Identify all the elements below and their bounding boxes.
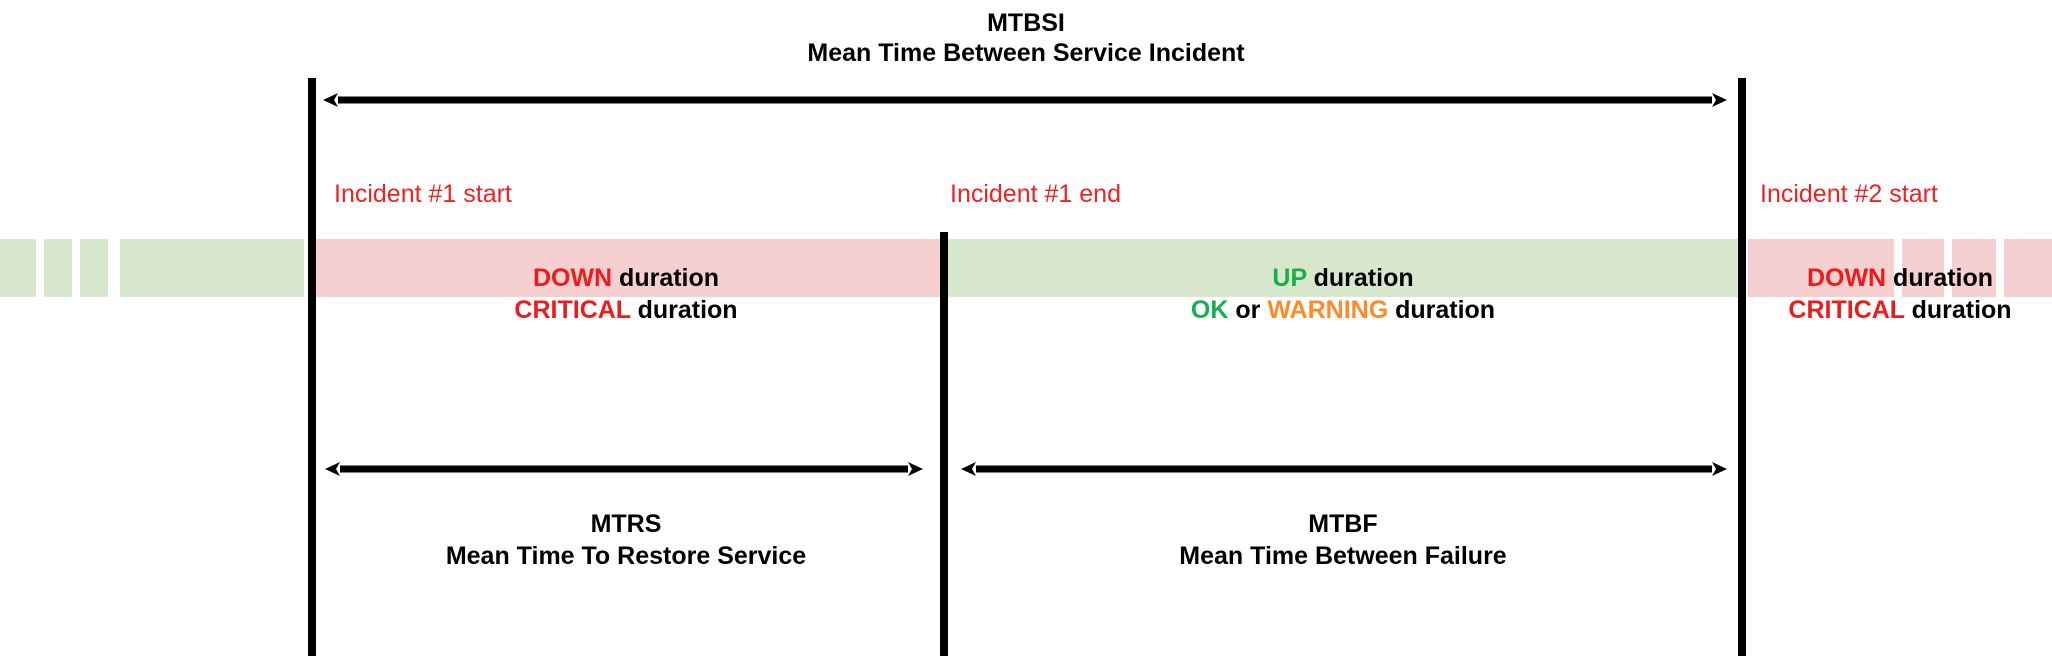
mtrs-label-block: MTRS Mean Time To Restore Service [312, 508, 940, 572]
status-band-green-pre-3 [80, 239, 108, 297]
status-band-pink-post-2 [1952, 239, 1996, 297]
mtbsi-title-block: MTBSI Mean Time Between Service Incident [526, 8, 1526, 68]
ok-keyword: OK [1190, 296, 1229, 324]
marker-label-incident-2-start: Incident #2 start [1760, 180, 1938, 208]
status-band-pink-incident-2 [1748, 239, 1894, 297]
segment-line-ok-warning: OK or WARNING duration [948, 294, 1738, 326]
status-band-pink-incident-1 [312, 239, 940, 297]
up-keyword: UP [1272, 264, 1307, 292]
marker-label-incident-1-start: Incident #1 start [334, 180, 512, 208]
status-band-green-pre-2 [44, 239, 72, 297]
ok-warning-suffix: duration [1388, 296, 1496, 324]
critical-keyword: CRITICAL [514, 296, 631, 324]
warning-keyword: WARNING [1267, 296, 1389, 324]
critical-suffix: duration [630, 296, 738, 324]
segment-line-critical: CRITICAL duration [312, 294, 940, 326]
up-suffix: duration [1306, 264, 1414, 292]
down-keyword: DOWN [532, 264, 613, 292]
mtbf-full: Mean Time Between Failure [1179, 542, 1507, 570]
status-band-green-pre-1 [0, 239, 36, 297]
marker-label-incident-1-end: Incident #1 end [950, 180, 1121, 208]
mtbf-abbr: MTBF [1308, 510, 1378, 538]
mtrs-full: Mean Time To Restore Service [445, 542, 807, 570]
ok-warning-conjunction: or [1228, 296, 1268, 324]
status-band-green-pre-4 [120, 239, 304, 297]
event-line-incident-1-end [940, 232, 948, 656]
critical-keyword-next: CRITICAL [1788, 296, 1905, 324]
mtbsi-full: Mean Time Between Service Incident [807, 39, 1245, 67]
segment-line-critical-next: CRITICAL duration [1748, 294, 2052, 326]
mtrs-abbr: MTRS [590, 510, 662, 538]
segment-text-up-ok-warning: UP duration OK or WARNING duration [948, 262, 1738, 326]
segment-text-down-critical-next: DOWN duration CRITICAL duration [1748, 262, 2052, 326]
segment-line-down-next: DOWN duration [1748, 262, 2052, 294]
status-band-pink-post-1 [1902, 239, 1944, 297]
critical-suffix-next: duration [1904, 296, 2012, 324]
down-suffix: duration [612, 264, 720, 292]
mtbsi-abbr: MTBSI [987, 9, 1065, 37]
event-line-incident-2-start [1738, 78, 1746, 656]
down-suffix-next: duration [1886, 264, 1994, 292]
segment-text-down-critical: DOWN duration CRITICAL duration [312, 262, 940, 326]
mtbf-label-block: MTBF Mean Time Between Failure [948, 508, 1738, 572]
down-keyword-next: DOWN [1806, 264, 1887, 292]
status-band-pink-post-3 [2004, 239, 2052, 297]
segment-line-down: DOWN duration [312, 262, 940, 294]
segment-line-up: UP duration [948, 262, 1738, 294]
event-line-incident-1-start [308, 78, 316, 656]
status-band-green-recovery [948, 239, 1738, 297]
